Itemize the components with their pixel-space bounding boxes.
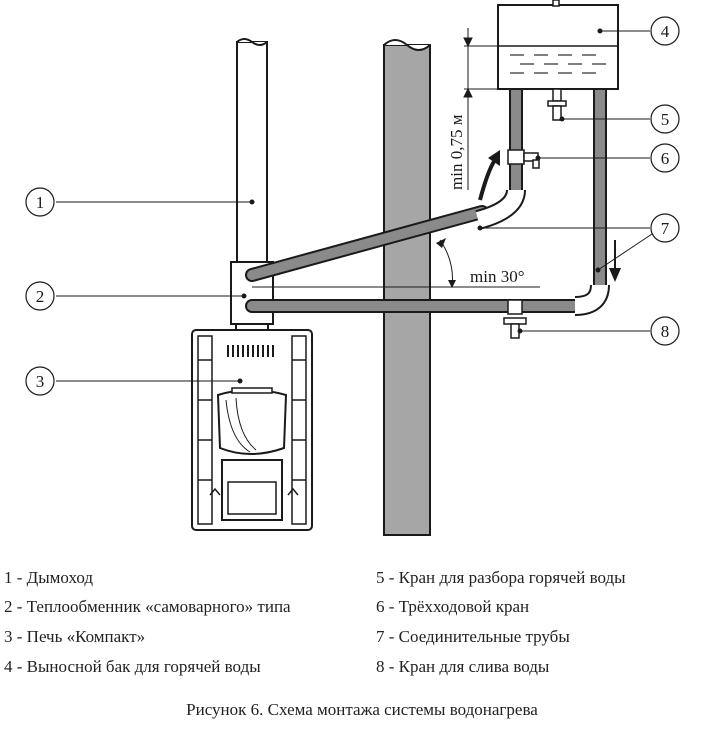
leader-lines <box>56 28 653 384</box>
chimney <box>236 38 268 263</box>
height-label: min 0,75 м <box>447 114 466 190</box>
callout-2: 2 <box>25 281 55 311</box>
callout-8-label: 8 <box>661 322 670 341</box>
callout-4: 4 <box>650 16 680 46</box>
legend-item-3: 3 - Печь «Компакт» <box>4 627 146 646</box>
angle-dimension <box>252 238 540 288</box>
legend: 1 - Дымоход 2 - Теплообменник «самоварно… <box>0 560 724 680</box>
callout-7: 7 <box>650 213 680 243</box>
wall <box>383 39 431 536</box>
callout-3-label: 3 <box>36 372 45 391</box>
callout-4-label: 4 <box>661 22 670 41</box>
drain-tap <box>503 299 527 339</box>
stove <box>191 329 313 531</box>
legend-item-5: 5 - Кран для разбора горячей воды <box>376 568 626 587</box>
callout-2-label: 2 <box>36 287 45 306</box>
stove-door-glass <box>216 389 288 455</box>
legend-item-6: 6 - Трёхходовой кран <box>376 597 530 616</box>
callout-1: 1 <box>25 187 55 217</box>
legend-item-4: 4 - Выносной бак для горячей воды <box>4 657 261 676</box>
callout-7-label: 7 <box>661 219 670 238</box>
callout-6-label: 6 <box>661 149 670 168</box>
remote-tank <box>497 0 619 90</box>
water-heating-installation-diagram: min 0,75 м min 30° 1 2 3 4 5 <box>25 0 680 536</box>
callout-5: 5 <box>650 104 680 134</box>
callout-3: 3 <box>25 366 55 396</box>
callout-1-label: 1 <box>36 193 45 212</box>
callout-5-label: 5 <box>661 110 670 129</box>
three-way-valve <box>507 149 540 169</box>
height-dimension <box>463 28 520 190</box>
callout-6: 6 <box>650 143 680 173</box>
figure-caption: Рисунок 6. Схема монтажа системы водонаг… <box>186 700 538 719</box>
tank-water <box>510 54 606 74</box>
legend-item-7: 7 - Соединительные трубы <box>376 627 570 646</box>
legend-item-1: 1 - Дымоход <box>4 568 94 587</box>
connecting-pipes <box>245 88 610 316</box>
angle-label: min 30° <box>470 267 525 286</box>
hot-water-tap <box>547 88 567 121</box>
legend-item-2: 2 - Теплообменник «самоварного» типа <box>4 597 291 616</box>
stove-vents <box>227 345 274 357</box>
legend-item-8: 8 - Кран для слива воды <box>376 657 550 676</box>
callout-8: 8 <box>650 316 680 346</box>
flow-arrows <box>478 150 621 282</box>
